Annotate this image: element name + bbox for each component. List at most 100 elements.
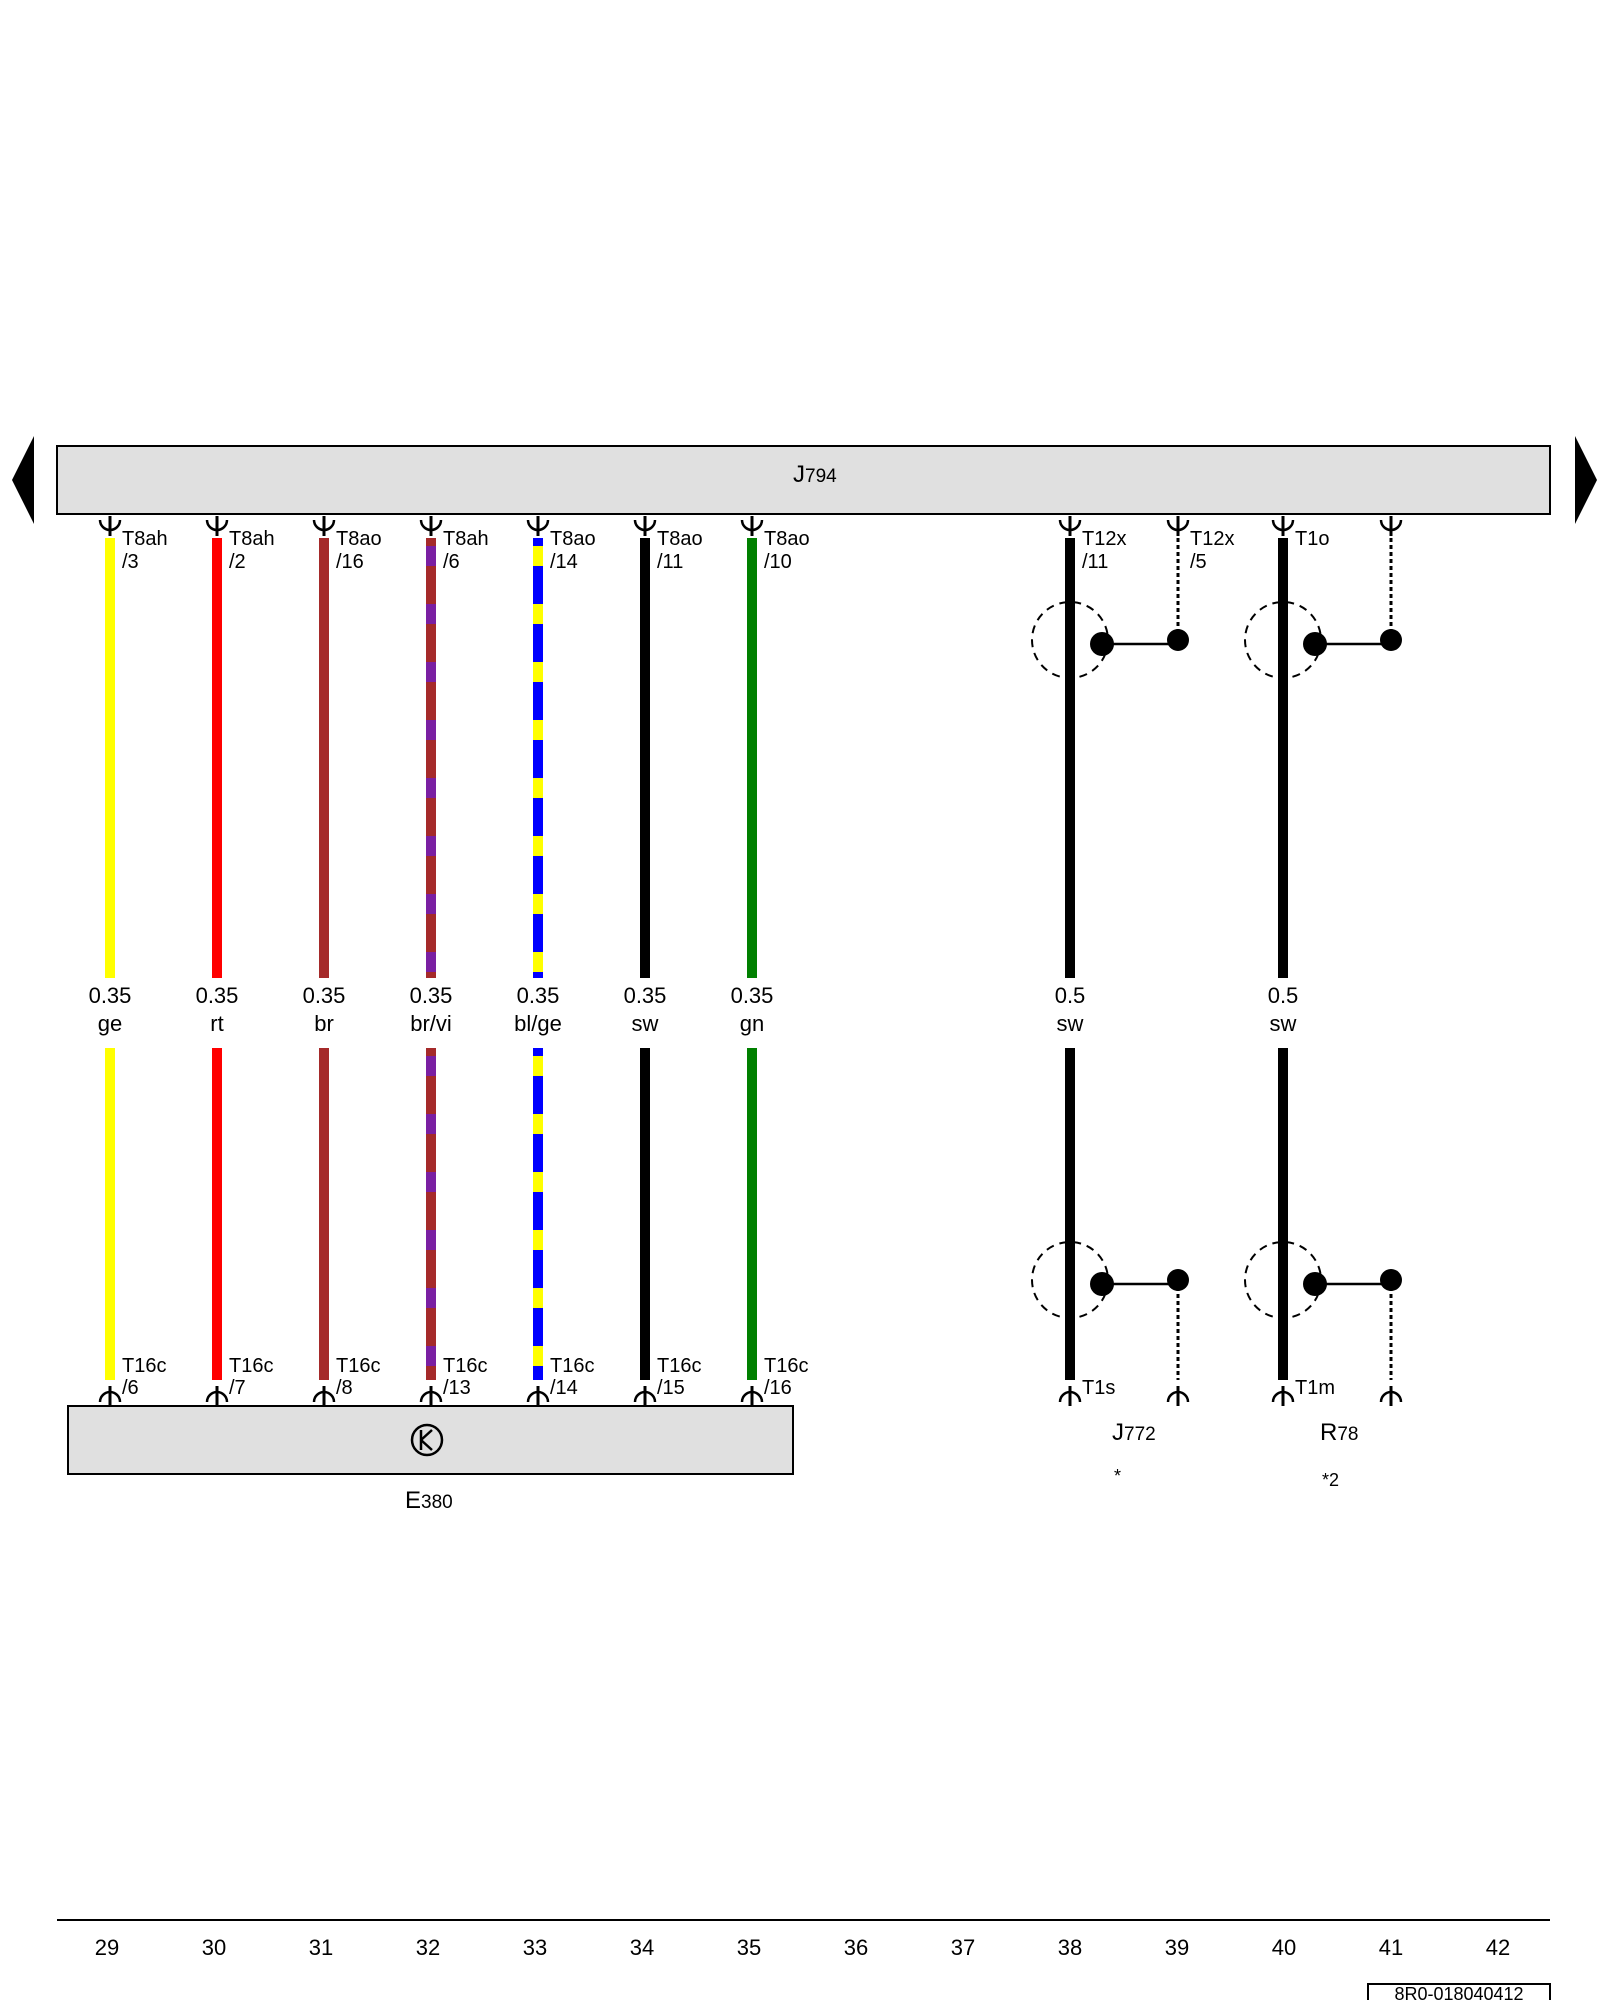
component-sub: 380 (421, 1492, 453, 1513)
transistor-icon (410, 1423, 444, 1457)
wire-color-code: sw (1270, 1011, 1297, 1036)
top-connector-label: T8ao (657, 528, 703, 550)
wire-color-code: ge (98, 1011, 122, 1036)
top-connector-label: T12x (1082, 528, 1126, 550)
control-unit-prefix: J (793, 461, 805, 488)
ruler-number: 30 (202, 1935, 226, 1960)
bottom-connector-label: T16c (443, 1355, 487, 1377)
connector-bottom-icon (98, 1386, 122, 1406)
top-connector-label: T1o (1295, 528, 1329, 550)
component-E380: E380 (67, 1405, 794, 1514)
bottom-pin-label: /6 (122, 1377, 139, 1399)
wire-color-code: br/vi (410, 1011, 452, 1036)
connector-top-icon (205, 516, 229, 536)
ruler-number: 34 (630, 1935, 654, 1960)
bottom-pin-label: /13 (443, 1377, 471, 1399)
wire-gauge: 0.5 (1055, 983, 1086, 1008)
connector-bottom-icon (1379, 1386, 1403, 1406)
ruler-number: 32 (416, 1935, 440, 1960)
doc-id: 8R0-018040412 (1394, 1984, 1523, 2000)
connector-bottom-icon (1271, 1386, 1295, 1406)
shield-icon (1244, 1241, 1402, 1319)
ruler-number: 29 (95, 1935, 119, 1960)
top-pin-label: /6 (443, 551, 460, 573)
bottom-connector-label: T1m (1295, 1377, 1335, 1399)
ruler-number: 40 (1272, 1935, 1296, 1960)
ruler-number: 36 (844, 1935, 868, 1960)
connector-bottom-icon (633, 1386, 657, 1406)
ruler-number: 33 (523, 1935, 547, 1960)
connector-top-icon (633, 516, 657, 536)
wire-gauge: 0.35 (731, 983, 774, 1008)
bottom-connector-label: T16c (657, 1355, 701, 1377)
bottom-connector-label: T16c (122, 1355, 166, 1377)
top-pin-label: /3 (122, 551, 139, 573)
shield-icon (1031, 601, 1189, 679)
top-pin-label: /10 (764, 551, 792, 573)
wire-color-code: sw (632, 1011, 659, 1036)
wire-gauge: 0.35 (196, 983, 239, 1008)
connector-top-icon (1058, 516, 1082, 536)
previous-page-arrow-icon[interactable] (12, 436, 34, 524)
wire-gauge: 0.35 (303, 983, 346, 1008)
ruler-number: 35 (737, 1935, 761, 1960)
shield-icon (1244, 601, 1402, 679)
connector-top-icon (1379, 516, 1403, 536)
next-page-arrow-icon[interactable] (1575, 436, 1597, 524)
wire-color-code: bl/ge (514, 1011, 562, 1036)
wire-color-code: br (314, 1011, 334, 1036)
connector-top-icon (98, 516, 122, 536)
connector-top-icon (1271, 516, 1295, 536)
wire-gauge: 0.5 (1268, 983, 1299, 1008)
connector-bottom-icon (312, 1386, 336, 1406)
connector-bottom-icon (1166, 1386, 1190, 1406)
bottom-connector-label: T1s (1082, 1377, 1115, 1399)
relay-a-sub: 772 (1124, 1424, 1156, 1445)
wire-gauge: 0.35 (410, 983, 453, 1008)
ruler-number: 37 (951, 1935, 975, 1960)
connector-top-icon (312, 516, 336, 536)
bottom-connector-label: T16c (764, 1355, 808, 1377)
svg-text:E380: E380 (405, 1487, 453, 1514)
top-connector-label: T8ah (122, 528, 168, 550)
bottom-connector-label: T16c (229, 1355, 273, 1377)
ruler-number: 39 (1165, 1935, 1189, 1960)
control-unit-bar (56, 445, 1551, 515)
relay-a-prefix: J (1112, 1419, 1124, 1446)
control-unit-sub: 794 (805, 466, 837, 487)
connector-bottom-icon (205, 1386, 229, 1406)
relay-b-note: *2 (1322, 1470, 1339, 1490)
wire-gauge: 0.35 (89, 983, 132, 1008)
shield-pin-label: /5 (1190, 551, 1207, 573)
svg-text:J772: J772 (1112, 1419, 1156, 1446)
ruler-number: 31 (309, 1935, 333, 1960)
relay-a-note: * (1114, 1466, 1121, 1486)
relay-b-sub: 78 (1337, 1424, 1358, 1445)
relay-b-prefix: R (1320, 1419, 1337, 1446)
wire-color-code: sw (1057, 1011, 1084, 1036)
shield-icon (1031, 1241, 1189, 1319)
top-connector-label: T8ao (550, 528, 596, 550)
connector-bottom-icon (740, 1386, 764, 1406)
svg-text:R78: R78 (1320, 1419, 1358, 1446)
shield-connector-label: T12x (1190, 528, 1234, 550)
connector-bottom-icon (526, 1386, 550, 1406)
ruler-number: 42 (1486, 1935, 1510, 1960)
connector-top-icon (419, 516, 443, 536)
bottom-pin-label: /15 (657, 1377, 685, 1399)
connector-bottom-icon (1058, 1386, 1082, 1406)
wire-color-code: rt (210, 1011, 223, 1036)
top-connector-label: T8ao (336, 528, 382, 550)
bottom-pin-label: /16 (764, 1377, 792, 1399)
